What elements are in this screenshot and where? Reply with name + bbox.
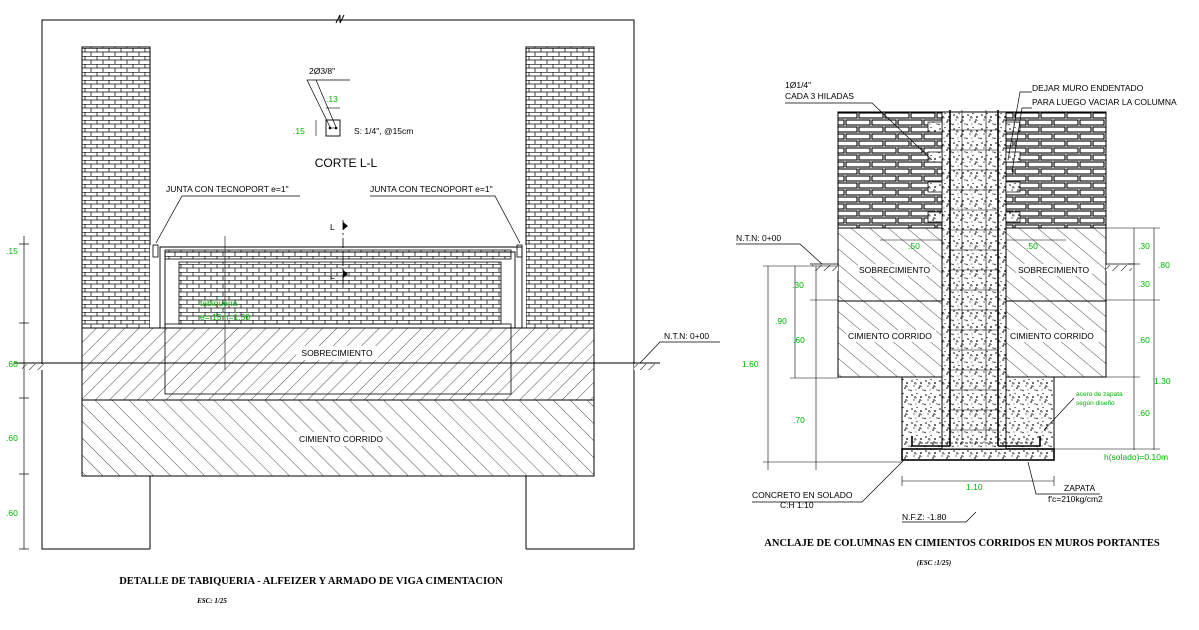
footing-label: ZAPATA — [1064, 483, 1096, 493]
dim-50-left: .50 — [908, 241, 920, 251]
dim-15-small: .15 — [293, 126, 305, 136]
joint-label-left: JUNTA CON TECNOPORT e=1" — [166, 184, 289, 194]
dim-right-r5: 1.30 — [1154, 376, 1171, 386]
sill-beam — [164, 249, 512, 260]
dim-right-l4: 1.60 — [742, 359, 759, 369]
dim-right-l1: .30 — [792, 280, 804, 290]
right-scale: (ESC :1/25) — [917, 559, 951, 567]
footing-width: 1.10 — [966, 482, 983, 492]
wall-left — [81, 46, 151, 329]
nfz-label: N.F.Z: -1.80 — [902, 512, 947, 522]
beam-outline — [164, 323, 512, 395]
overfoundation-label-right: SOBRECIMIENTO — [1018, 265, 1090, 275]
joint-line — [159, 246, 523, 328]
ground-hatch-right — [634, 364, 656, 370]
dim-13: .13 — [326, 94, 338, 104]
overfoundation-label-left: SOBRECIMIENTO — [859, 265, 931, 275]
break-mark — [335, 14, 345, 24]
dim-right-r1: .30 — [1138, 241, 1150, 251]
bar-spec-label: 1Ø1/4" — [785, 80, 811, 90]
dim-right-l2: .90 — [775, 316, 787, 326]
dim-left-3: .60 — [6, 433, 18, 443]
dim-50-right: .50 — [1026, 241, 1038, 251]
lean-mix-label: C:H 1:10 — [780, 500, 814, 510]
dim-right-r6: .60 — [1138, 408, 1150, 418]
dim-left-2: .60 — [6, 359, 18, 369]
column-ties — [950, 129, 998, 431]
cut-mark-top: L — [330, 222, 335, 232]
footing-steel-1: acero de zapata — [1076, 391, 1123, 398]
dim-right-r2: .80 — [1158, 260, 1170, 270]
stirrup-label: S: 1/4", @15cm — [354, 126, 413, 136]
reinforcement-label: 2Ø3/8" — [309, 66, 335, 76]
ntn-label-right: N.T.N: 0+00 — [736, 233, 781, 243]
overfoundation-label: SOBRECIMIENTO — [301, 348, 373, 358]
toothed-wall-label-2: PARA LUEGO VACIAR LA COLUMNA — [1032, 97, 1177, 107]
dim-left-1: .15 — [6, 246, 18, 256]
sill-annotation-1: tabiqueria — [200, 298, 238, 308]
dim-left-4: .60 — [6, 508, 18, 518]
footing-concrete: f'c=210kg/cm2 — [1048, 494, 1103, 504]
section-title: CORTE L-L — [315, 156, 378, 170]
toothed-wall-label-1: DEJAR MURO ENDENTADO — [1032, 83, 1144, 93]
foundation-label-right: CIMIENTO CORRIDO — [1010, 331, 1094, 341]
dim-right-r4: .60 — [1138, 335, 1150, 345]
wall-right — [525, 46, 595, 329]
overfoundation-left — [81, 327, 595, 401]
right-title: ANCLAJE DE COLUMNAS EN CIMIENTOS CORRIDO… — [764, 538, 1160, 549]
joint-line-inner — [164, 251, 516, 328]
dim-right-l3: .60 — [793, 335, 805, 345]
left-scale: ESC: 1/25 — [196, 597, 227, 605]
foundation-label-left: CIMIENTO CORRIDO — [848, 331, 932, 341]
dim-right-r3: .30 — [1138, 279, 1150, 289]
ntn-label-left: N.T.N: 0+00 — [664, 331, 709, 341]
dim-right-l5: .70 — [793, 415, 805, 425]
left-detail: SOBRECIMIENTO CIMIENTO CORRIDO N.T.N: 0+… — [6, 14, 720, 605]
footing-height: h(solado)=0.10m — [1104, 452, 1168, 462]
ground-hatch-left — [22, 364, 44, 370]
column — [941, 111, 1007, 450]
joint-label-right: JUNTA CON TECNOPORT e=1" — [370, 184, 493, 194]
lean-concrete — [901, 448, 1055, 461]
lean-concrete-label: CONCRETO EN SOLADO — [752, 490, 853, 500]
bar-spacing-label: CADA 3 HILADAS — [785, 91, 854, 101]
cut-mark-bottom: L — [330, 271, 335, 281]
left-title: DETALLE DE TABIQUERIA - ALFEIZER Y ARMAD… — [119, 576, 503, 587]
footing-steel-2: según diseño — [1076, 400, 1115, 407]
foundation-label: CIMIENTO CORRIDO — [299, 434, 383, 444]
sill-annotation-2: e=.15 h=1.50 — [200, 312, 250, 322]
right-detail: SOBRECIMIENTO SOBRECIMIENTO CIMIENTO COR… — [736, 80, 1177, 567]
